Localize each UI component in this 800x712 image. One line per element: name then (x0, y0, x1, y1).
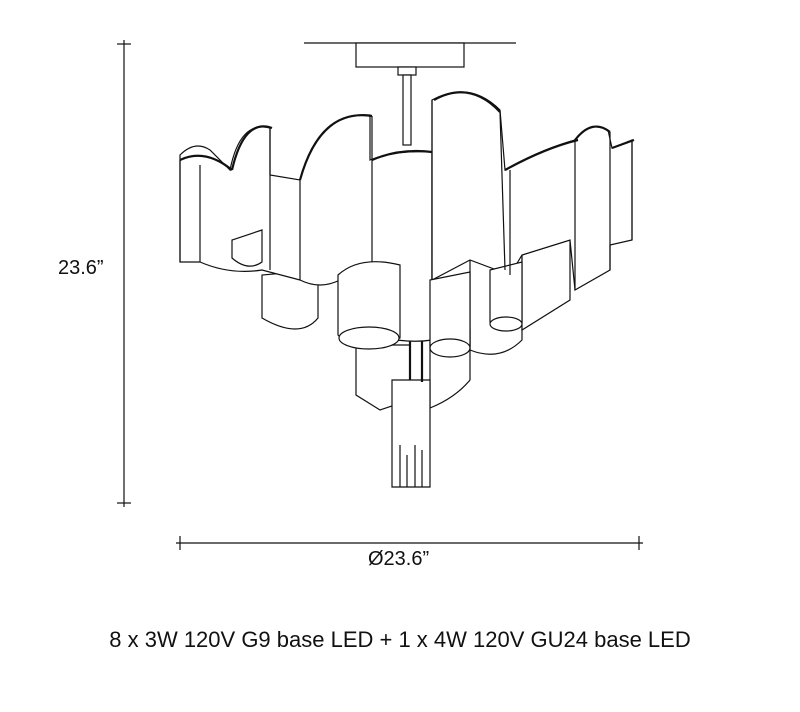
width-dimension-line (176, 536, 643, 550)
fixture-drawing (117, 40, 643, 550)
ceiling-canopy (304, 42, 516, 146)
height-dimension-line (117, 40, 131, 507)
diameter-label: Ø23.6” (368, 548, 430, 570)
inner-tubes (231, 229, 523, 358)
lamp-spec-text: 8 x 3W 120V G9 base LED + 1 x 4W 120V GU… (109, 627, 691, 652)
height-label: 23.6” (58, 257, 104, 279)
panel-edges (179, 100, 633, 290)
